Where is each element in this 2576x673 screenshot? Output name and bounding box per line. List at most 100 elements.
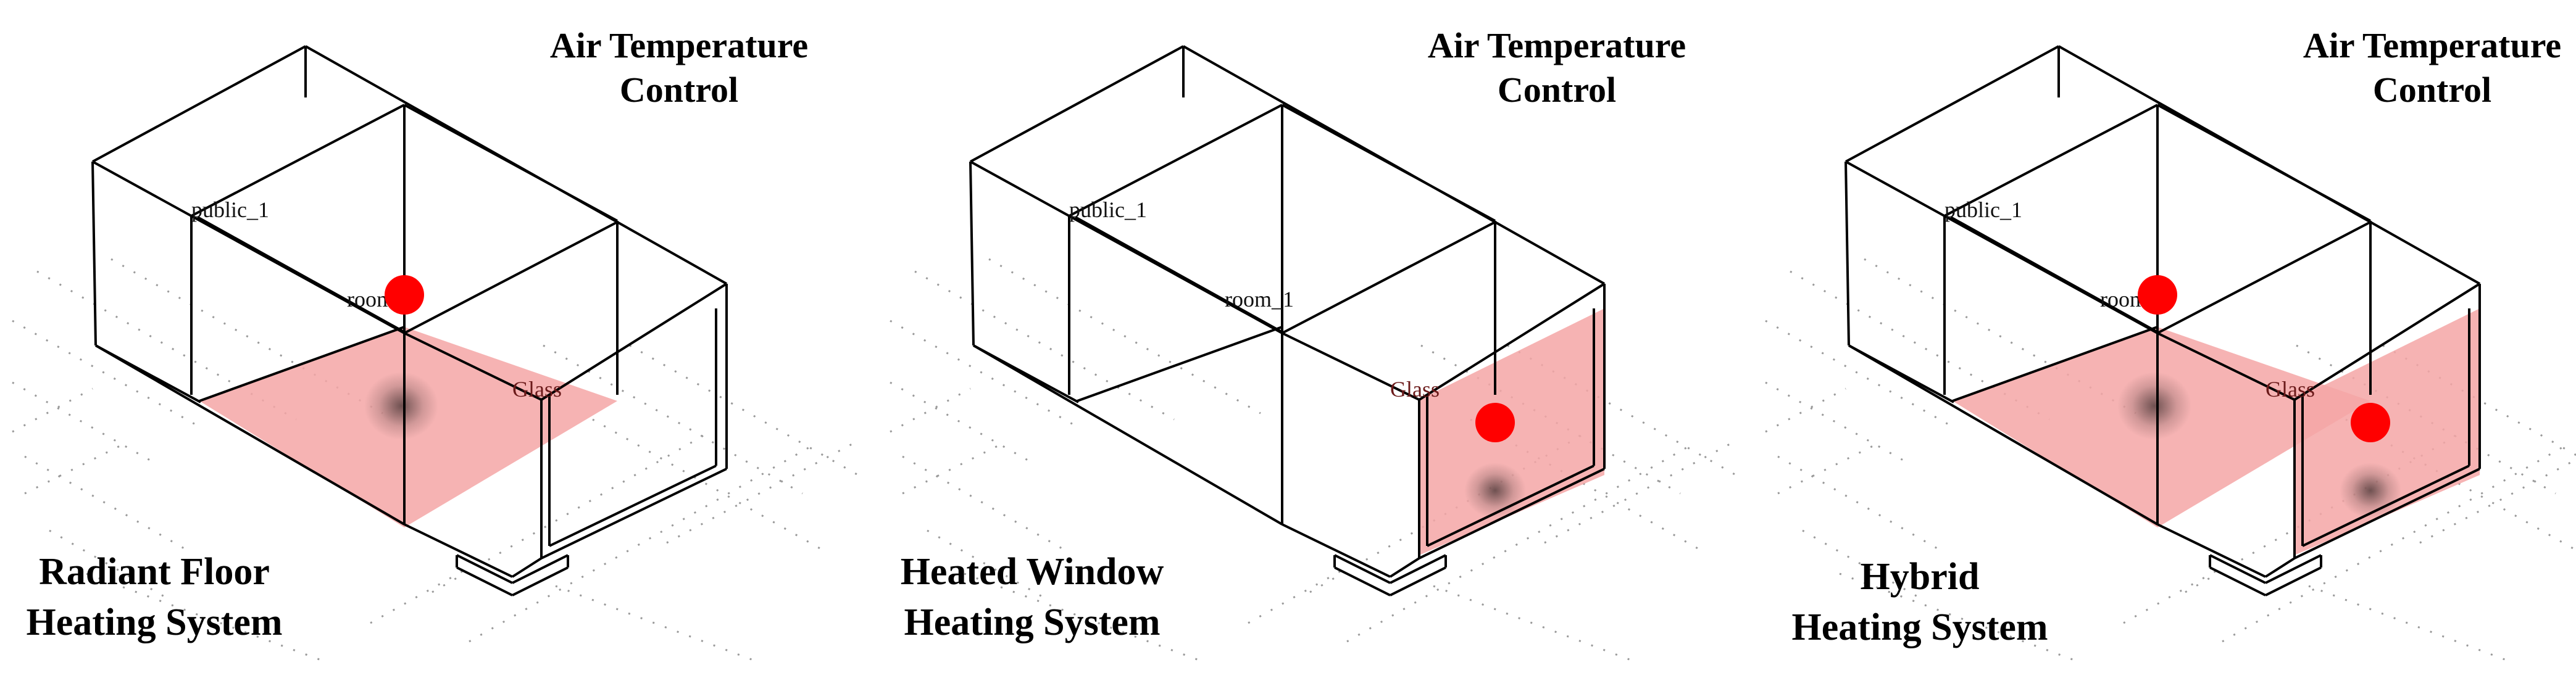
- grid-line: [12, 387, 93, 433]
- wireframe-edge: [2264, 557, 2296, 578]
- wireframe-edge: [972, 344, 1283, 526]
- wireframe-edge: [1282, 332, 1420, 401]
- grid-line: [370, 566, 470, 624]
- system-label-line2: Heating System: [904, 601, 1161, 643]
- grid-line: [592, 418, 822, 550]
- control-label-line1: Air Temperature: [549, 25, 809, 65]
- grid-line: [1544, 443, 1730, 544]
- room-air-sensor-marker: [2138, 275, 2177, 315]
- grid-line: [1777, 455, 1939, 550]
- wireframe-edge: [2302, 464, 2470, 547]
- glass-label: Glass: [2265, 377, 2315, 402]
- wireframe-edge: [549, 464, 717, 547]
- zone-label-public: public_1: [191, 197, 269, 222]
- system-label-line1: Radiant Floor: [39, 551, 270, 593]
- wireframe-edge: [404, 221, 618, 334]
- wireframe-edge: [1282, 104, 1496, 222]
- grid-line: [1839, 572, 2075, 661]
- grid-line: [902, 443, 1002, 495]
- wireframe-edge: [191, 104, 405, 217]
- wireframe-edge: [970, 45, 1184, 163]
- wireframe-edge: [94, 344, 406, 526]
- grid-line: [1470, 418, 1699, 550]
- floor-heat-shadow: [2117, 372, 2191, 440]
- glass-label: Glass: [1390, 377, 1440, 402]
- grid-line: [1433, 585, 1632, 661]
- zone-label-public: public_1: [1069, 197, 1147, 222]
- wireframe-edge: [2157, 523, 2266, 578]
- wireframe-edge: [2209, 566, 2266, 597]
- wireframe-edge: [2157, 221, 2371, 334]
- wireframe-edge: [1390, 554, 1446, 584]
- wireframe-edge: [456, 554, 513, 584]
- wireframe-edge: [969, 161, 975, 346]
- wireframe-edge: [2370, 221, 2480, 285]
- wireframe-edge: [1282, 221, 1496, 334]
- wireframe-edge: [512, 566, 569, 597]
- wireframe-edge: [456, 566, 513, 597]
- wireframe-edge: [1950, 216, 2160, 334]
- glass-label: Glass: [512, 377, 562, 402]
- zone-label-public: public_1: [1945, 197, 2022, 222]
- grid-line: [2222, 443, 2569, 643]
- grid-line: [1507, 344, 1736, 476]
- wireframe-edge: [197, 216, 407, 334]
- system-label: Heated Window Heating System: [859, 547, 1205, 648]
- wireframe-edge: [1848, 344, 1954, 403]
- grid-line: [2345, 418, 2575, 550]
- wireframe-edge: [2294, 468, 2480, 559]
- wireframe-edge: [2209, 554, 2266, 584]
- grid-line: [1248, 566, 1348, 624]
- wireframe-edge: [540, 283, 728, 401]
- wireframe-edge: [95, 344, 201, 403]
- wireframe-edge: [1282, 523, 1391, 578]
- grid-line: [890, 381, 1033, 464]
- wireframe-edge: [1944, 104, 2158, 217]
- grid-line: [914, 270, 1175, 421]
- grid-line: [2382, 344, 2576, 456]
- grid-line: [890, 320, 1076, 427]
- grid-line: [964, 572, 1199, 661]
- wireframe-edge: [404, 523, 513, 578]
- grid-line: [629, 344, 859, 476]
- wireframe-edge: [1848, 344, 2159, 526]
- wireframe-edge: [1334, 554, 1391, 584]
- floor-heat-shadow: [364, 372, 438, 440]
- wireframe-edge: [91, 161, 97, 346]
- wireframe-edge: [1844, 161, 1850, 346]
- grid-line: [988, 258, 1261, 415]
- wireframe: [1844, 45, 2481, 597]
- grid-line: [555, 585, 754, 661]
- grid-line: [2123, 566, 2223, 624]
- control-label-line2: Control: [2372, 70, 2492, 110]
- control-strategy-label: Air Temperature Control: [2272, 23, 2576, 112]
- window-air-sensor-marker: [2351, 403, 2390, 442]
- wireframe-edge: [2265, 566, 2322, 597]
- grid-line: [86, 572, 322, 661]
- window-heat-shadow: [1464, 463, 1526, 518]
- grid-line: [12, 381, 155, 464]
- wireframe-edge: [1077, 326, 1283, 402]
- system-label-line2: Heating System: [26, 601, 283, 643]
- wireframe-edge: [512, 554, 569, 584]
- wireframe-edge: [2157, 104, 2371, 222]
- window-air-sensor-marker: [1475, 403, 1515, 442]
- wireframe-edge: [1419, 468, 1605, 559]
- grid-line: [1765, 387, 1846, 433]
- wireframe-edge: [1075, 216, 1285, 334]
- wireframe: [969, 45, 1606, 597]
- wireframe-edge: [1427, 464, 1594, 547]
- grid-line: [1765, 320, 1951, 427]
- wireframe-edge: [1494, 221, 1605, 285]
- zone-label-room: room_1: [1225, 287, 1294, 312]
- wireframe-edge: [541, 468, 727, 559]
- wireframe-edge: [1390, 566, 1446, 597]
- control-strategy-label: Air Temperature Control: [1396, 23, 1717, 112]
- wireframe-edge: [973, 344, 1079, 403]
- control-label-line1: Air Temperature: [2303, 25, 2562, 65]
